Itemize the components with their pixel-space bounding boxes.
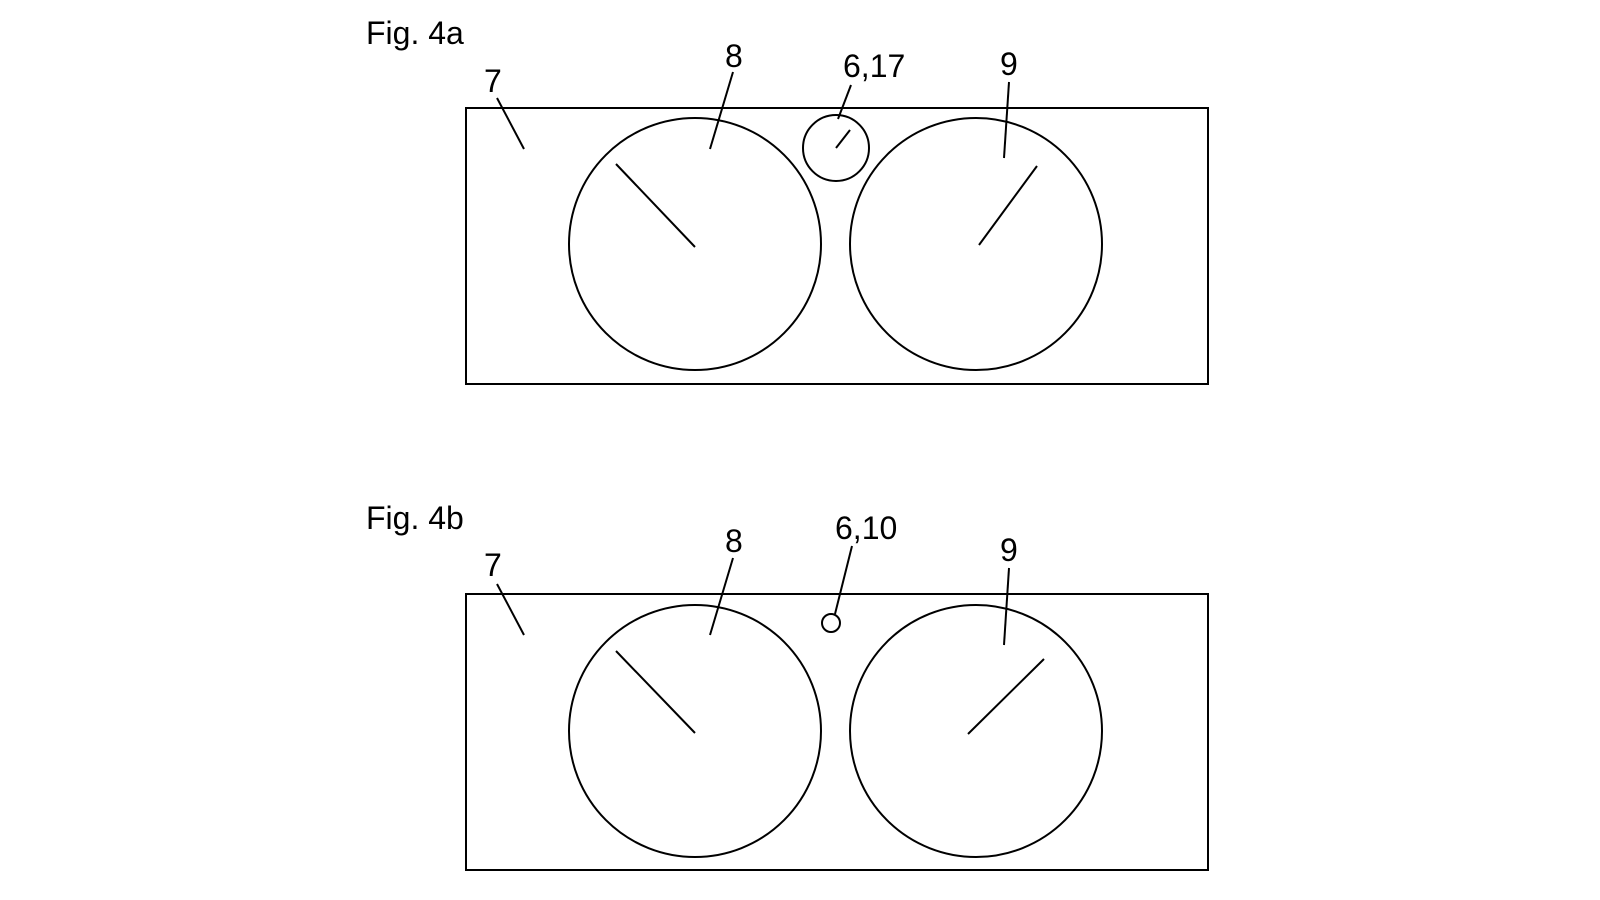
figure-4a-left-gauge [568,117,822,371]
figure-4a: Fig. 4a 7 8 6,17 9 [366,15,1209,385]
figure-4a-leader-center-element [837,84,852,120]
figure-4a-left-needle [615,163,696,248]
figure-4b-leader-right-gauge [1003,567,1010,646]
figure-4b-right-needle [967,658,1045,735]
figure-4b-label-left-gauge: 8 [725,523,743,559]
figure-4a-label-center-element: 6,17 [843,48,905,84]
figure-4a-center-element [802,114,870,182]
figure-4a-label-right-gauge: 9 [1000,46,1018,82]
figure-4b: Fig. 4b 7 8 6,10 9 [366,500,1209,871]
figure-4b-left-gauge [568,604,822,858]
figure-4a-title: Fig. 4a [366,15,464,51]
figure-4b-label-right-gauge: 9 [1000,532,1018,568]
figure-4a-label-left-gauge: 8 [725,38,743,74]
figure-4b-label-center-element: 6,10 [835,510,897,546]
figure-4b-left-needle [615,650,696,734]
figure-4a-leader-left-gauge [709,71,734,150]
figure-4b-label-housing: 7 [484,547,502,583]
figure-4b-title: Fig. 4b [366,500,464,536]
figure-4b-leader-center-element [834,545,853,615]
figure-4a-right-gauge [849,117,1103,371]
figure-4b-center-element [821,613,841,633]
figure-4a-leader-right-gauge [1003,81,1010,159]
figure-4b-leader-housing [496,583,525,636]
figure-4b-housing [465,593,1209,871]
figure-4a-leader-housing [496,97,525,150]
figure-4b-right-gauge [849,604,1103,858]
figure-4a-housing [465,107,1209,385]
figure-4a-label-housing: 7 [484,63,502,99]
figure-4a-right-needle [978,165,1038,246]
figure-4a-center-mark [835,129,851,149]
figure-4b-leader-left-gauge [709,557,734,636]
